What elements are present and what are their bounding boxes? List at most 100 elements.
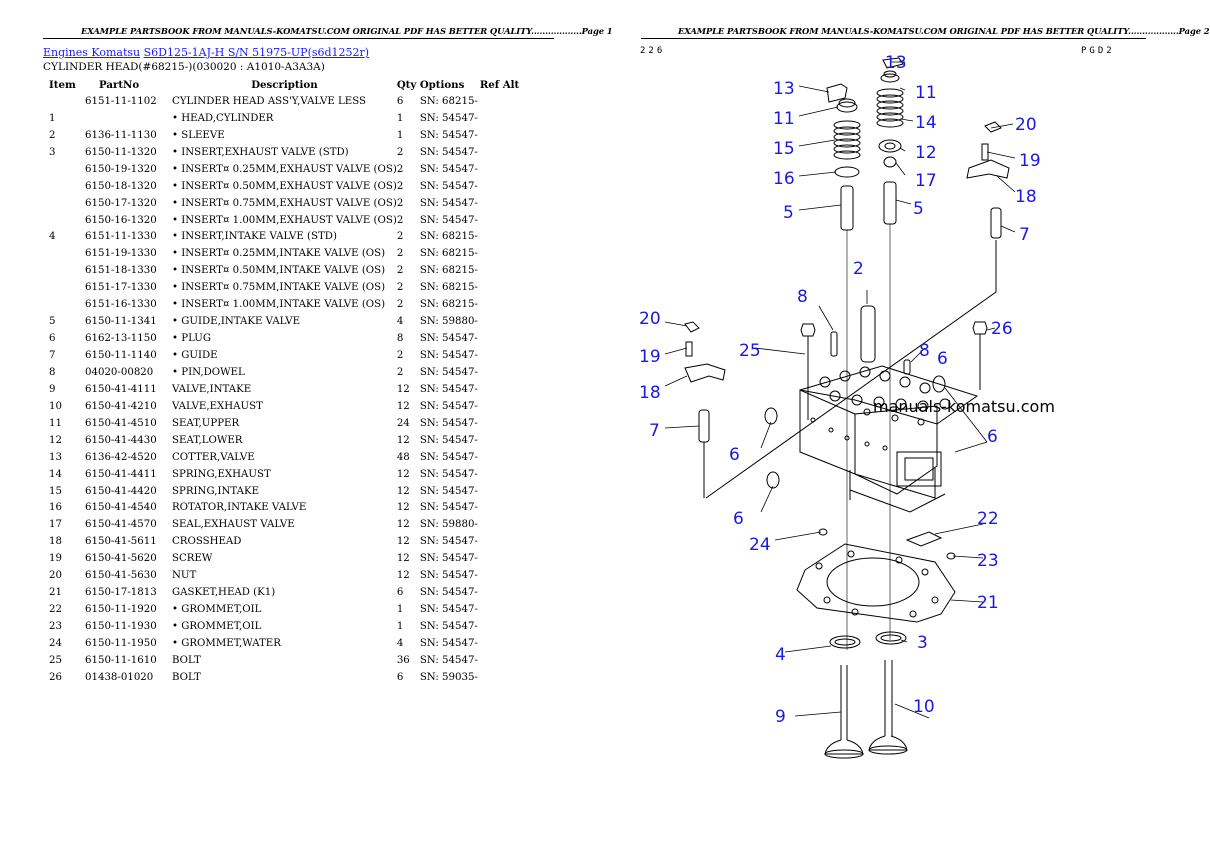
- callout-19: 19: [1019, 151, 1041, 171]
- cell-qty: 24: [396, 417, 410, 429]
- cell-qty: 12: [396, 502, 410, 514]
- parts-table: Item PartNo Description Qty Options Ref …: [43, 77, 530, 686]
- table-row: 6150-16-1320• INSERT¤ 1.00MM,EXHAUST VAL…: [43, 212, 530, 229]
- cell-refalt: [480, 381, 530, 398]
- col-header-qty: Qty: [396, 79, 417, 91]
- cell-description: • INSERT¤ 0.50MM,EXHAUST VALVE (OS): [172, 180, 397, 192]
- cell-qty: 12: [396, 519, 410, 531]
- cell-refalt: [480, 601, 530, 618]
- cell-options: SN: 68215-: [419, 231, 478, 243]
- callout-13: 13: [885, 53, 907, 73]
- cell-description: • GUIDE,INTAKE VALVE: [172, 316, 301, 328]
- cell-description: • GUIDE: [172, 350, 218, 362]
- col-header-partno: PartNo: [99, 79, 140, 91]
- cell-description: SPRING,INTAKE: [172, 485, 260, 497]
- cell-options: SN: 59880-: [419, 316, 478, 328]
- cell-options: SN: 54547-: [419, 654, 478, 666]
- table-row: 6151-19-1330 • INSERT¤ 0.25MM,INTAKE VALV…: [43, 245, 530, 262]
- cell-item: 13: [49, 451, 62, 463]
- cell-options: SN: 59035-: [419, 671, 478, 683]
- cell-item: [43, 93, 85, 110]
- header-rule-left: [43, 38, 554, 39]
- cell-partno: 6150-17-1813: [85, 587, 157, 599]
- cell-qty: 12: [396, 553, 410, 565]
- callout-18: 18: [1015, 187, 1037, 207]
- cell-partno: 6151-18-1330: [85, 265, 157, 277]
- cell-qty: 6: [396, 95, 404, 107]
- cell-qty: 2: [396, 146, 404, 158]
- callout-14: 14: [915, 113, 937, 133]
- callout-11: 11: [773, 109, 795, 129]
- cell-item: 1: [49, 112, 56, 124]
- page-header-right: EXAMPLE PARTSBOOK FROM MANUALS-KOMATSU.C…: [678, 26, 1210, 36]
- cylinder-head-block: [799, 365, 979, 513]
- cell-description: VALVE,INTAKE: [172, 383, 252, 395]
- cell-options: SN: 54547-: [419, 146, 478, 158]
- cell-options: SN: 54547-: [419, 587, 478, 599]
- cell-refalt: [480, 161, 530, 178]
- cell-refalt: [480, 364, 530, 381]
- callout-2: 2: [853, 259, 864, 279]
- cell-refalt: [480, 584, 530, 601]
- cell-description: • INSERT¤ 0.25MM,EXHAUST VALVE (OS): [172, 163, 397, 175]
- callout-13: 13: [773, 79, 795, 99]
- cell-options: SN: 54547-: [419, 383, 478, 395]
- cell-description: • PLUG: [172, 333, 212, 345]
- cell-qty: 1: [396, 112, 404, 124]
- cell-options: SN: 54547-: [419, 604, 478, 616]
- cell-description: • INSERT¤ 0.25MM,INTAKE VALVE (OS): [172, 248, 386, 260]
- cell-item: 14: [49, 468, 62, 480]
- table-row: 6150-18-1320• INSERT¤ 0.50MM,EXHAUST VAL…: [43, 178, 530, 195]
- cell-description: • HEAD,CYLINDER: [172, 112, 274, 124]
- callout-8: 8: [919, 341, 930, 361]
- table-row: 6151-17-1330• INSERT¤ 0.75MM,INTAKE VALV…: [43, 279, 530, 296]
- callout-18: 18: [639, 383, 661, 403]
- cell-qty: 4: [396, 637, 404, 649]
- breadcrumb-link-engines[interactable]: Engines Komatsu: [43, 46, 141, 59]
- cell-partno: 6150-41-5611: [85, 536, 157, 548]
- cell-refalt: [480, 618, 530, 635]
- cell-description: CROSSHEAD: [172, 536, 242, 548]
- cell-partno: 6151-19-1330: [85, 248, 157, 260]
- cell-qty: 12: [396, 383, 410, 395]
- cell-item: [43, 161, 85, 178]
- cell-refalt: [480, 398, 530, 415]
- cell-refalt: [480, 330, 530, 347]
- cell-options: SN: 54547-: [419, 621, 478, 633]
- cell-description: • INSERT,EXHAUST VALVE (STD): [172, 146, 349, 158]
- cell-description: • INSERT¤ 1.00MM,EXHAUST VALVE (OS): [172, 214, 397, 226]
- cell-options: SN: 54547-: [419, 197, 478, 209]
- cell-refalt: [480, 635, 530, 652]
- cell-options: SN: 54547-: [419, 333, 478, 345]
- breadcrumb-link-model[interactable]: S6D125-1AJ-H S/N 51975-UP(s6d1252r): [143, 46, 370, 59]
- callout-6: 6: [937, 349, 948, 369]
- cell-refalt: [480, 93, 530, 110]
- cell-options: SN: 68215-: [419, 248, 478, 260]
- right-page: EXAMPLE PARTSBOOK FROM MANUALS-KOMATSU.C…: [595, 0, 1210, 842]
- table-row: 6150-19-1320• INSERT¤ 0.25MM,EXHAUST VAL…: [43, 161, 530, 178]
- cell-partno: 6151-11-1102: [85, 95, 157, 107]
- cell-partno: 6150-17-1320: [85, 197, 157, 209]
- cell-refalt: [480, 466, 530, 483]
- cell-item: [43, 262, 85, 279]
- cell-item: [43, 245, 85, 262]
- callout-20: 20: [639, 309, 661, 329]
- left-page: EXAMPLE PARTSBOOK FROM MANUALS-KOMATSU.C…: [0, 0, 613, 842]
- cell-partno: 6150-41-5620: [85, 553, 157, 565]
- cell-qty: 12: [396, 536, 410, 548]
- cell-item: [43, 212, 85, 229]
- cell-refalt: [480, 567, 530, 584]
- cell-description: VALVE,EXHAUST: [172, 400, 263, 412]
